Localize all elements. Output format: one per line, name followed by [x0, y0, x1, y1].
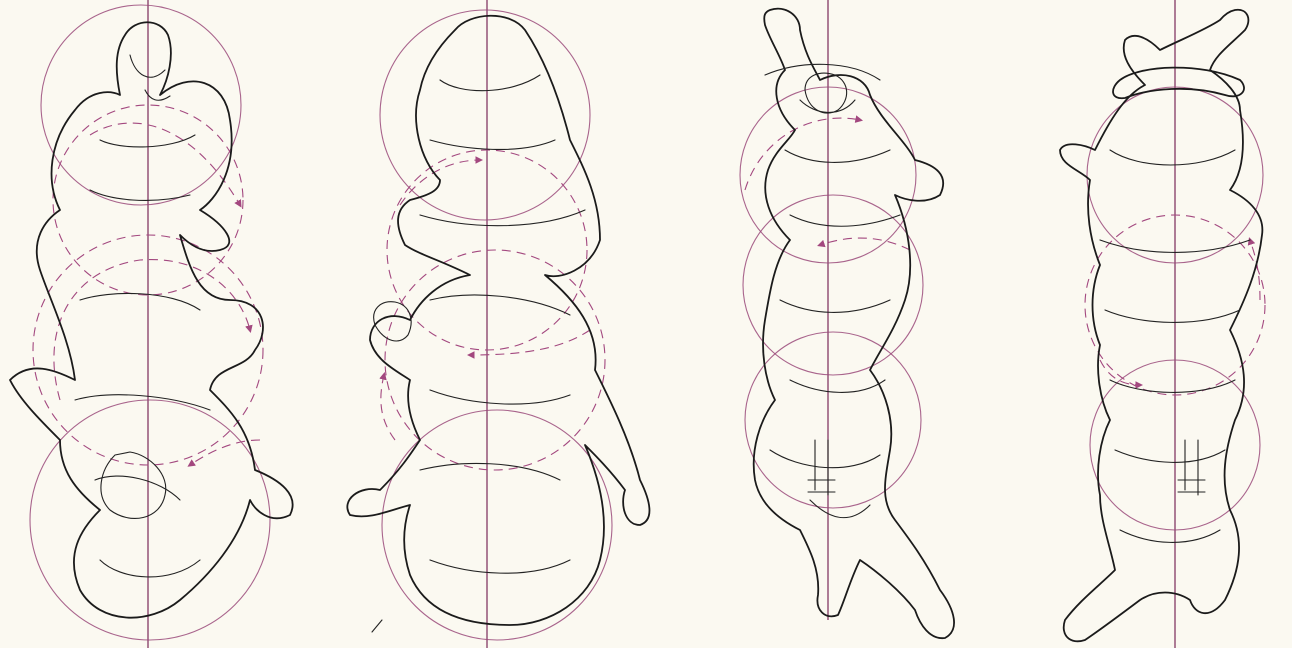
head-outline	[805, 73, 847, 113]
motion-arrow	[1100, 360, 1140, 385]
muscle-lines	[420, 75, 585, 573]
figure-outline	[347, 16, 649, 625]
figure-outline	[754, 9, 954, 638]
figure-study-1	[10, 0, 293, 648]
motion-arrow	[820, 238, 910, 250]
construction-circle	[743, 195, 923, 375]
stray-mark	[372, 620, 382, 632]
drapery-lines	[765, 64, 900, 517]
figure-outline	[10, 22, 293, 617]
motion-arrow	[54, 260, 250, 400]
figure-study-4	[1060, 0, 1265, 648]
muscle-lines	[75, 55, 210, 577]
figure-study-3	[740, 0, 954, 638]
keys-detail	[1178, 440, 1205, 495]
figure-outline	[1060, 10, 1262, 642]
head-outline	[101, 452, 166, 518]
construction-circle	[30, 400, 270, 640]
figure-study-2	[347, 0, 649, 648]
construction-circle	[380, 10, 590, 220]
construction-circle	[745, 332, 921, 508]
motion-arrow	[470, 330, 590, 355]
motion-arrow	[745, 118, 860, 190]
